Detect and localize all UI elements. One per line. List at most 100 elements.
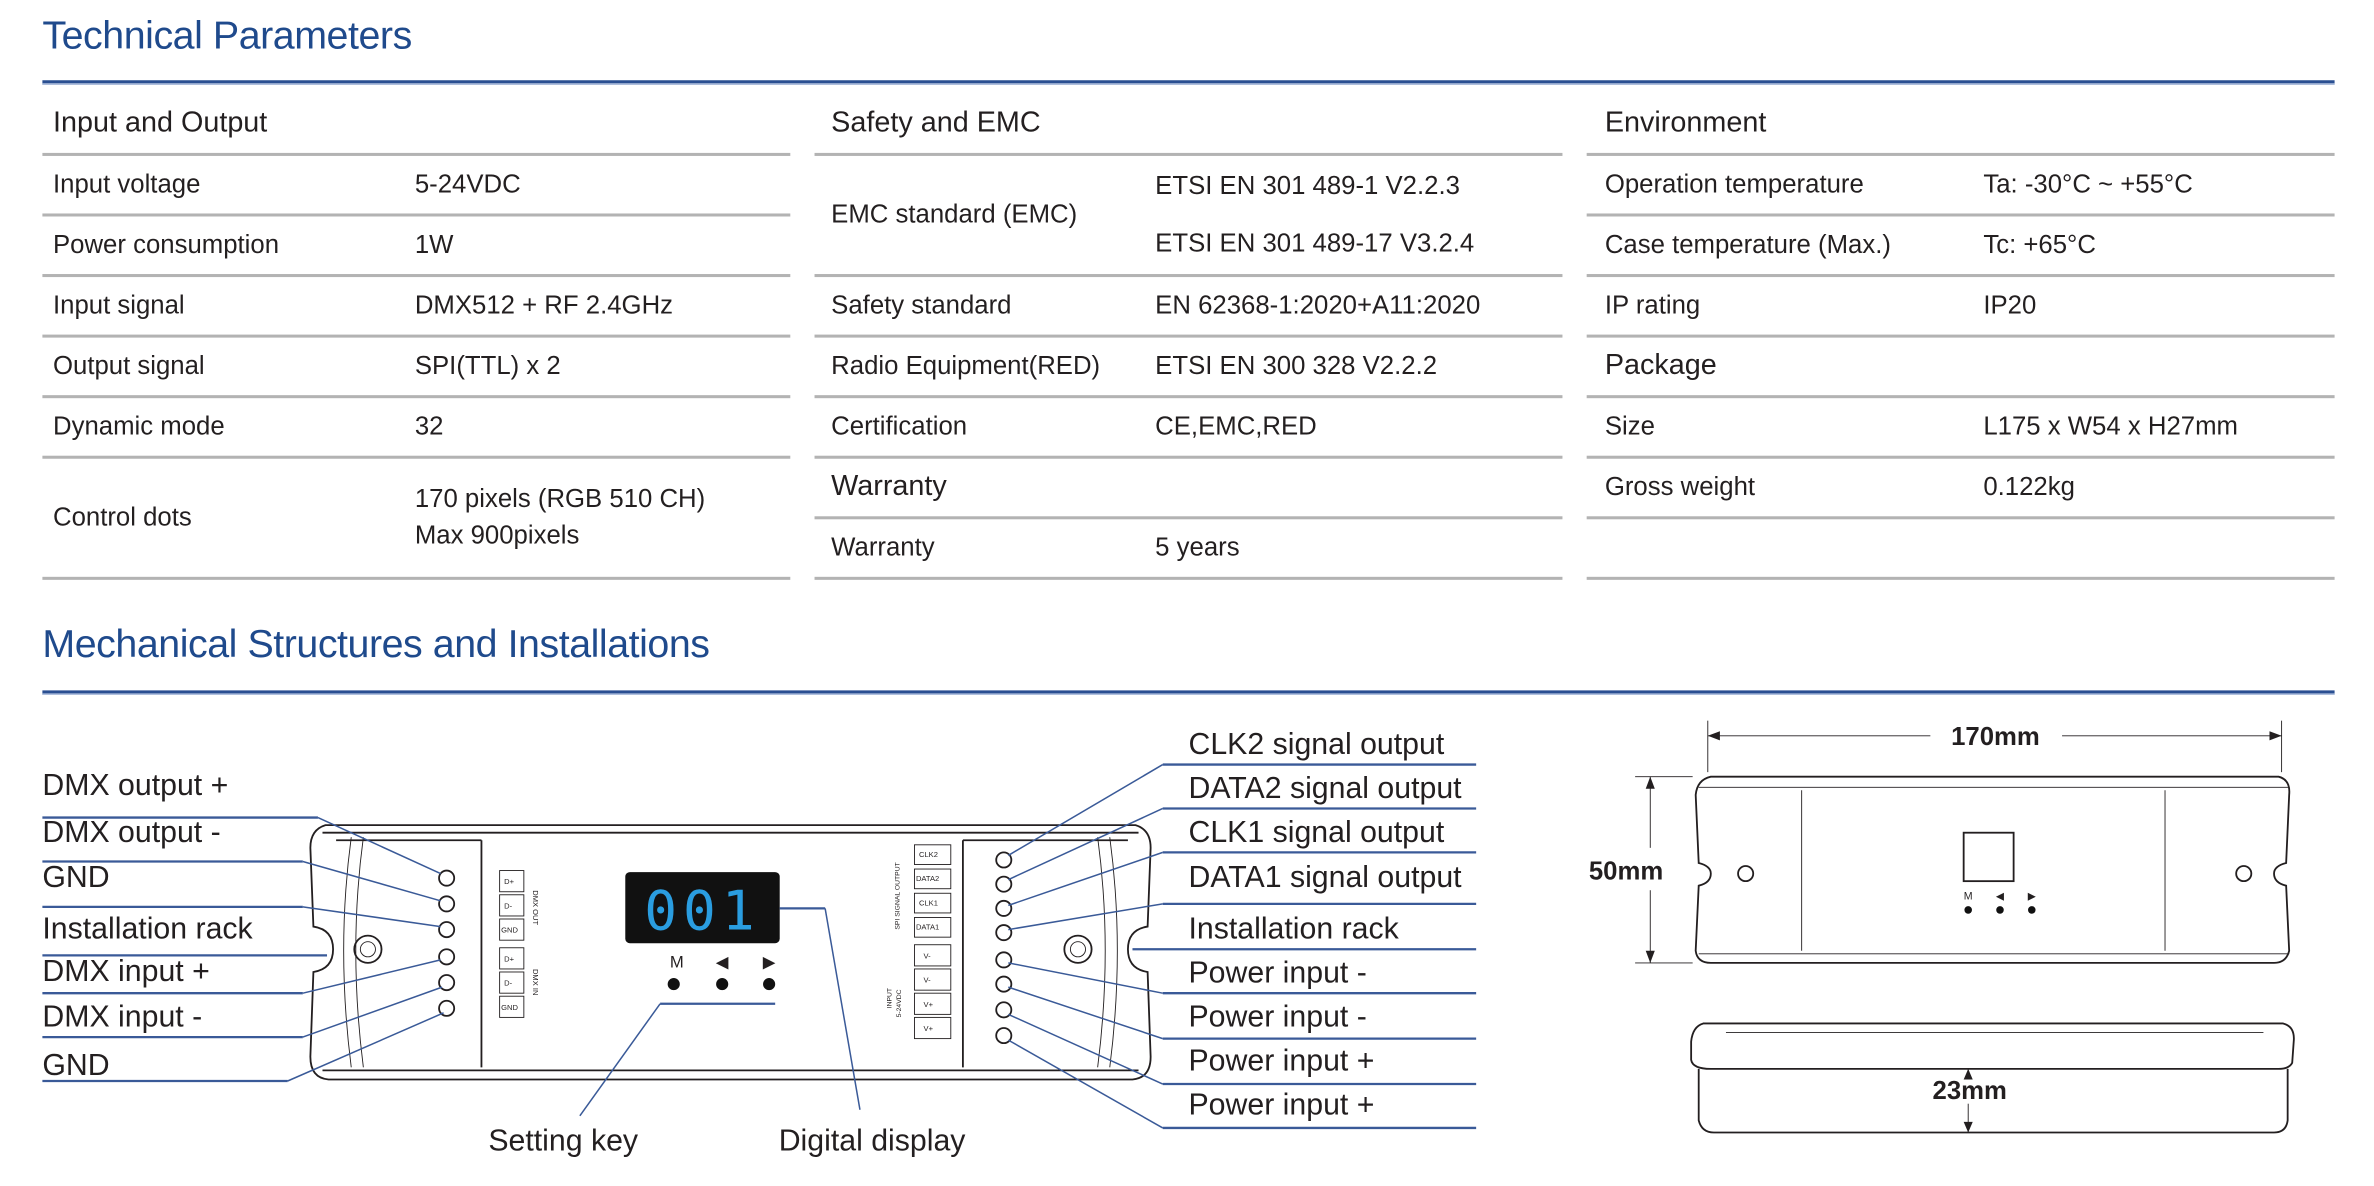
row-label: Gross weight xyxy=(1604,472,1756,502)
section-heading: Environment xyxy=(1604,106,1767,139)
setting-key-label: Setting key xyxy=(488,1125,639,1158)
callout-label: DMX input + xyxy=(42,955,209,988)
row-value: EN 62368-1:2020+A11:2020 xyxy=(1155,290,1481,320)
callout-label: DMX output + xyxy=(42,769,228,802)
svg-text:V+: V+ xyxy=(924,1024,934,1033)
table-row: Control dots 170 pixels (RGB 510 CH) Max … xyxy=(42,459,791,580)
row-value: ETSI EN 301 489-1 V2.2.3 xyxy=(1155,171,1460,200)
digital-display-label: Digital display xyxy=(779,1125,967,1158)
row-label: Control dots xyxy=(52,502,192,532)
row-label: Safety standard xyxy=(831,290,1012,320)
callout-label: CLK2 signal output xyxy=(1188,728,1444,761)
height-dimension: 23mm xyxy=(1933,1077,2007,1105)
svg-text:DATA1: DATA1 xyxy=(916,923,939,932)
svg-text:CLK2: CLK2 xyxy=(919,850,938,859)
row-label: Certification xyxy=(831,411,968,441)
callout-label: CLK1 signal output xyxy=(1188,816,1444,849)
row-label: Dynamic mode xyxy=(52,411,225,441)
callout-label: DATA2 signal output xyxy=(1188,772,1462,805)
row-value: CE,EMC,RED xyxy=(1155,411,1317,441)
callout-label: DMX input - xyxy=(42,1000,202,1033)
svg-text:5-24VDC: 5-24VDC xyxy=(896,989,903,1017)
row-value: Max 900pixels xyxy=(414,520,580,550)
row-label: Size xyxy=(1604,411,1655,441)
callout-label: GND xyxy=(42,861,109,894)
right-arrow-icon: ▶ xyxy=(2028,890,2037,902)
callout-label: Power input - xyxy=(1188,1000,1366,1033)
svg-text:V+: V+ xyxy=(924,1000,934,1009)
row-value: 0.122kg xyxy=(1983,472,2075,502)
controller-front-view: D+ D- GND D+ D- GND DMX OUT DMX IN 001 M… xyxy=(309,824,1152,1081)
output-terminal-holes xyxy=(995,851,1013,1045)
row-value: ETSI EN 300 328 V2.2.2 xyxy=(1155,351,1438,381)
svg-text:DATA2: DATA2 xyxy=(916,874,939,883)
callout-label: DMX output - xyxy=(42,816,220,849)
dimension-top-view: 170mm M ◀ ▶ 50mm xyxy=(1589,720,2291,964)
table-row: Certification CE,EMC,RED xyxy=(814,398,1563,459)
spi-terminal-labels: CLK2 DATA2 CLK1 DATA1 SPI SIGNAL OUTPUT … xyxy=(887,844,952,1040)
left-arrow-icon: ◀ xyxy=(1996,890,2005,902)
callout-label: Power input + xyxy=(1188,1044,1374,1077)
row-label: Warranty xyxy=(831,532,935,562)
left-button[interactable] xyxy=(716,978,729,991)
mechanical-title: Mechanical Structures and Installations xyxy=(42,620,710,667)
length-dimension: 170mm xyxy=(1951,723,2040,751)
right-button[interactable] xyxy=(763,978,776,991)
row-label: Case temperature (Max.) xyxy=(1604,230,1891,259)
safety-emc-table: Safety and EMC EMC standard (EMC) ETSI E… xyxy=(814,94,1563,580)
svg-text:CLK1: CLK1 xyxy=(919,898,938,907)
svg-text:D-: D- xyxy=(504,979,512,988)
svg-text:GND: GND xyxy=(501,1003,518,1012)
callout-label: Installation rack xyxy=(1188,913,1399,946)
svg-text:DMX OUT: DMX OUT xyxy=(531,890,540,925)
section-heading: Package xyxy=(1604,349,1717,382)
row-label: Output signal xyxy=(52,351,205,381)
callout-label: Installation rack xyxy=(42,913,253,946)
row-value: 170 pixels (RGB 510 CH) xyxy=(414,484,706,514)
callout-label: DATA1 signal output xyxy=(1188,861,1462,894)
svg-text:INPUT: INPUT xyxy=(887,988,894,1008)
row-value: Tc: +65°C xyxy=(1983,230,2096,259)
row-value: SPI(TTL) x 2 xyxy=(414,351,561,381)
table-row: Case temperature (Max.) Tc: +65°C xyxy=(1586,217,2335,278)
mode-button[interactable] xyxy=(667,978,680,991)
svg-text:SPI SIGNAL OUTPUT: SPI SIGNAL OUTPUT xyxy=(894,862,901,929)
row-value: 5-24VDC xyxy=(414,169,521,199)
mode-key-label: M xyxy=(670,952,684,971)
svg-text:V-: V- xyxy=(924,951,932,960)
row-label: Radio Equipment(RED) xyxy=(831,351,1101,381)
width-dimension: 50mm xyxy=(1589,858,1663,886)
dmx-terminal-labels: D+ D- GND D+ D- GND DMX OUT DMX IN xyxy=(499,870,540,1018)
dimension-side-view: 23mm xyxy=(1690,1022,2295,1134)
row-value: 5 years xyxy=(1155,532,1240,562)
callout-label: GND xyxy=(42,1049,109,1082)
left-callouts: DMX output + DMX output - GND Installati… xyxy=(42,769,444,1083)
svg-text:DMX IN: DMX IN xyxy=(531,969,540,995)
svg-text:D-: D- xyxy=(504,901,512,910)
table-row: Gross weight 0.122kg xyxy=(1586,459,2335,520)
svg-text:V-: V- xyxy=(924,976,932,985)
screw-icon xyxy=(353,934,383,964)
display-value: 001 xyxy=(644,879,761,943)
technical-parameters-title: Technical Parameters xyxy=(42,12,412,58)
row-value: ETSI EN 301 489-17 V3.2.4 xyxy=(1155,228,1475,258)
row-value: IP20 xyxy=(1983,290,2037,320)
section-heading: Warranty xyxy=(831,470,947,503)
section-heading: Input and Output xyxy=(52,106,268,139)
mode-key-label: M xyxy=(1964,890,1973,902)
right-arrow-icon: ▶ xyxy=(763,952,777,971)
right-callouts: CLK2 signal output DATA2 signal output C… xyxy=(1007,728,1477,1130)
title-rule xyxy=(42,80,2335,85)
row-label: IP rating xyxy=(1604,290,1701,320)
digital-display xyxy=(625,872,780,944)
table-row: EMC standard (EMC) ETSI EN 301 489-1 V2.… xyxy=(814,156,1563,278)
svg-text:GND: GND xyxy=(501,926,518,935)
